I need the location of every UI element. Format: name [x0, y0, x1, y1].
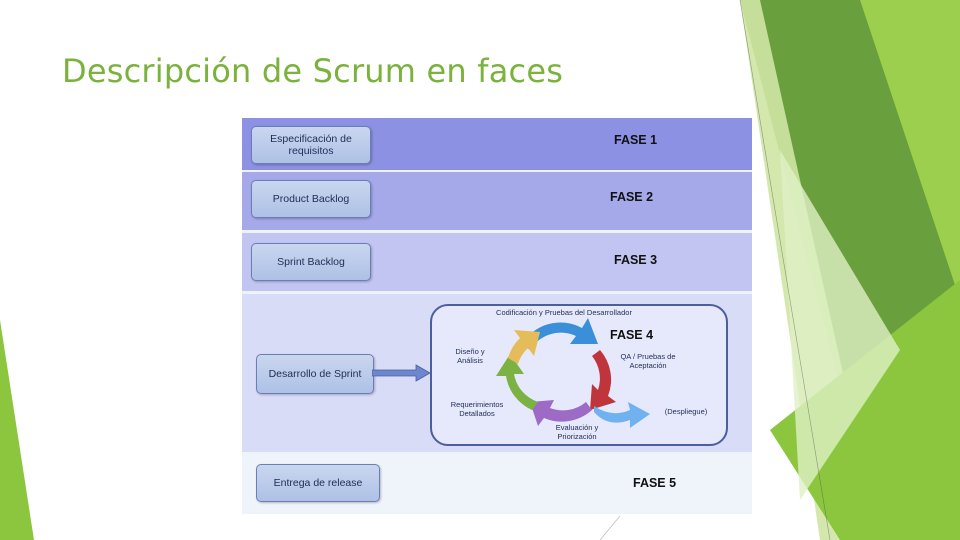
scrum-phases-diagram: Especificación de requisitos FASE 1 Prod…: [242, 118, 752, 514]
phase-4-label: FASE 4: [610, 328, 654, 342]
decor-right-soft: [780, 150, 900, 500]
arrow-to-cycle: [372, 364, 431, 382]
cycle-arrow-blue: [522, 318, 598, 350]
cycle-label-qa: QA / Pruebas de Aceptación: [620, 352, 676, 370]
cycle-arrow-green: [496, 354, 538, 410]
box-desarrollo-sprint: Desarrollo de Sprint: [256, 354, 374, 394]
cycle-arrow-yellow: [508, 330, 540, 364]
cycle-label-codificacion: Codificación y Pruebas del Desarrollador: [496, 308, 632, 317]
decor-left-wedge: [0, 320, 34, 540]
cycle-label-requerimientos: Requerimientos Detallados: [450, 400, 504, 418]
phase-1-label: FASE 1: [614, 133, 658, 147]
box-product-backlog: Product Backlog: [251, 180, 371, 218]
cycle-label-evaluacion: Evaluación y Priorización: [555, 423, 599, 441]
box-especificacion: Especificación de requisitos: [251, 126, 371, 164]
cycle-exit-arrow: [594, 402, 650, 428]
cycle-arrows: [496, 318, 616, 426]
slide-title: Descripción de Scrum en faces: [62, 52, 564, 90]
phase-3-label: FASE 3: [614, 253, 658, 267]
decor-right-band-light: [860, 0, 960, 300]
cycle-arrow-purple: [530, 400, 592, 426]
phase-5-label: FASE 5: [633, 476, 677, 490]
phase-2-label: FASE 2: [610, 190, 654, 204]
box-entrega-release: Entrega de release: [256, 464, 380, 502]
cycle-label-despliegue: (Despliegue): [664, 407, 708, 416]
cycle-label-diseno: Diseño y Análisis: [455, 347, 485, 365]
cycle-arrow-red: [590, 350, 616, 410]
box-sprint-backlog: Sprint Backlog: [251, 243, 371, 281]
decor-right-green: [770, 280, 960, 540]
